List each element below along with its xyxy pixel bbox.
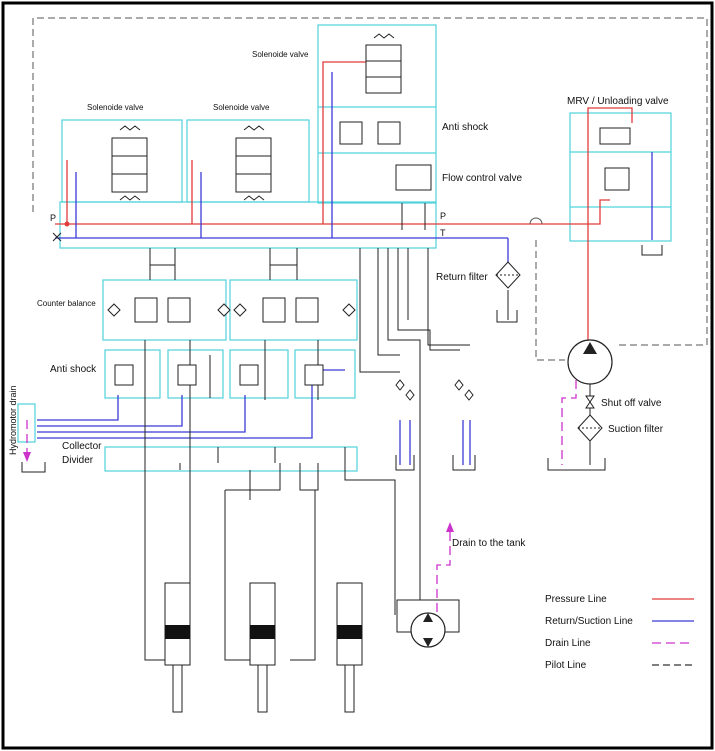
return-lines — [37, 72, 653, 465]
label-mrv: MRV / Unloading valve — [567, 96, 669, 107]
legend: Pressure Line Return/Suction Line Drain … — [545, 594, 694, 671]
hydromotor — [396, 599, 460, 648]
cylinder-1 — [164, 582, 191, 713]
drain-lines — [26, 380, 577, 612]
label-solenoid-left: Solenoide valve — [87, 103, 144, 112]
suction-filter — [577, 414, 603, 442]
legend-label-return: Return/Suction Line — [545, 616, 633, 627]
anti-shock-top — [339, 121, 401, 145]
hydromotor-drain-arrow — [23, 452, 31, 462]
box-antishock-3 — [229, 349, 289, 399]
legend-label-drain: Drain Line — [545, 638, 591, 649]
pressure-lines — [55, 61, 633, 345]
legend-label-pressure: Pressure Line — [545, 594, 607, 605]
box-manifold — [59, 201, 437, 249]
label-hydromotor-drain: Hydromotor drain — [8, 385, 18, 455]
cylinder-2 — [249, 582, 276, 713]
mrv-valve — [599, 127, 631, 191]
label-suction-filter: Suction filter — [608, 424, 664, 435]
working-lines — [144, 203, 591, 661]
box-counter-balance-left — [102, 279, 227, 341]
solenoid-valve-left — [111, 125, 148, 201]
label-anti-shock-top: Anti shock — [442, 122, 489, 133]
box-solenoid-top — [317, 24, 437, 204]
t-plug-mark — [52, 232, 62, 242]
pump — [567, 339, 613, 385]
label-return-filter: Return filter — [436, 272, 488, 283]
label-shut-off: Shut off valve — [601, 398, 662, 409]
label-counter-balance: Counter balance — [37, 299, 96, 308]
solenoid-valve-mid — [235, 125, 272, 201]
line-crossover — [529, 217, 543, 225]
label-anti-shock-bottom: Anti shock — [50, 364, 97, 375]
box-mrv — [569, 112, 672, 242]
label-solenoid-top: Solenoide valve — [252, 50, 309, 59]
shut-off-valve — [585, 395, 595, 409]
box-antishock-1 — [104, 349, 161, 399]
label-drain-tank: Drain to the tank — [452, 538, 526, 549]
cylinder-3 — [336, 582, 363, 713]
check-valves — [395, 379, 474, 401]
drain-arrow-head — [446, 522, 454, 532]
box-divider — [104, 446, 358, 472]
label-port-p-right: P — [440, 211, 446, 221]
flow-control-valve — [395, 164, 432, 191]
box-counter-balance-right — [229, 279, 358, 341]
label-collector: Collector — [62, 441, 102, 452]
anti-shock-valves — [114, 364, 324, 386]
return-filter — [495, 261, 521, 289]
pilot-loop-top — [32, 17, 708, 346]
p-junction-dot — [64, 221, 70, 227]
cylinders — [164, 582, 363, 713]
pilot-loop-pump — [535, 240, 565, 361]
counter-balance-valves — [107, 297, 356, 323]
label-divider: Divider — [62, 455, 94, 466]
label-flow-control: Flow control valve — [442, 173, 522, 184]
legend-label-pilot: Pilot Line — [545, 660, 587, 671]
label-port-t-right: T — [440, 228, 446, 238]
solenoid-valve-top — [365, 33, 402, 94]
component-boxes — [17, 24, 672, 472]
label-port-p-left: P — [50, 213, 56, 223]
box-antishock-2 — [167, 349, 224, 399]
label-solenoid-mid: Solenoide valve — [213, 103, 270, 112]
box-antishock-4 — [294, 349, 356, 399]
tanks — [21, 245, 663, 473]
